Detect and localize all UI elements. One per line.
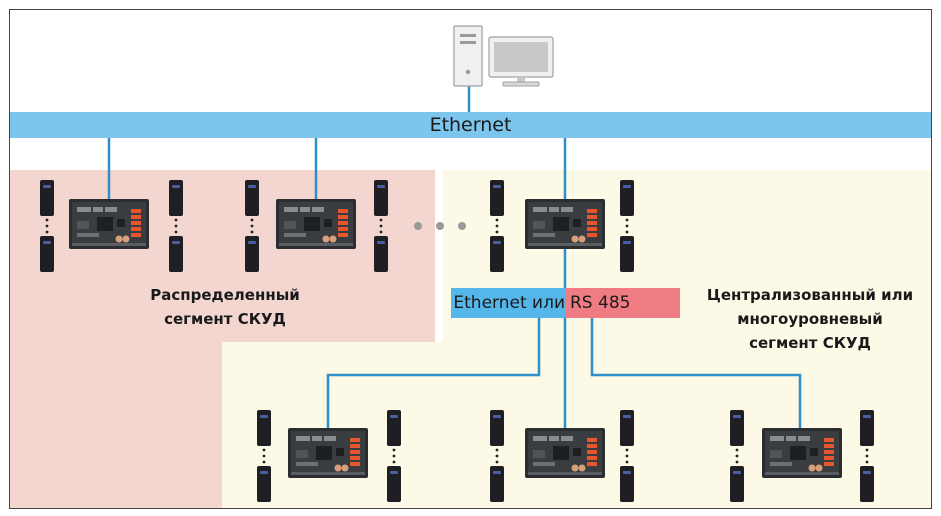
controller-board-icon [525,428,605,478]
card-reader-icon [374,180,388,216]
card-reader-icon [374,236,388,272]
ellipsis-dots-icon [735,448,739,464]
link-type-label-ethernet: Ethernet или [453,293,565,313]
ellipsis-dots-icon [250,218,254,234]
card-reader-icon [490,466,504,502]
link-type-label-rs485: RS 485 [570,293,631,313]
card-reader-icon [860,466,874,502]
card-reader-icon [40,236,54,272]
ethernet-bus-label: Ethernet [429,114,512,136]
card-reader-icon [245,236,259,272]
card-reader-icon [490,410,504,446]
centralized-segment-line2: многоуровневый [737,310,883,328]
distributed-segment-line2: сегмент СКУД [164,310,286,328]
controller-board-icon [288,428,368,478]
ellipsis-dots-icon [262,448,266,464]
rs485-link-label-bg [565,288,680,318]
controller-board-icon [525,199,605,249]
card-reader-icon [245,180,259,216]
card-reader-icon [387,466,401,502]
connector-lines [107,86,802,430]
controller-board-icon [762,428,842,478]
ethernet-bus [10,112,931,138]
distributed-segment-label: Распределенный сегмент СКУД [110,283,340,331]
card-reader-icon [169,236,183,272]
card-reader-icon [490,236,504,272]
card-reader-icon [620,180,634,216]
card-reader-icon [387,410,401,446]
ellipsis-dots-icon [414,222,466,230]
controller-board-icon [69,199,149,249]
computer-icon [453,25,554,87]
ellipsis-dots-icon [379,218,383,234]
ellipsis-dots-icon [174,218,178,234]
ethernet-link-label-bg [451,288,565,318]
card-reader-icon [40,180,54,216]
card-reader-icon [730,410,744,446]
card-reader-icon [730,466,744,502]
controller-board-icon [276,199,356,249]
ellipsis-dots-icon [495,448,499,464]
card-reader-icon [490,180,504,216]
card-reader-icon [257,410,271,446]
card-reader-icon [169,180,183,216]
card-reader-icon [620,410,634,446]
ellipsis-dots-icon [495,218,499,234]
centralized-segment-label: Централизованный или многоуровневый сегм… [690,283,930,355]
centralized-segment-line1: Централизованный или [706,286,914,304]
ellipsis-dots-icon [625,448,629,464]
card-reader-icon [620,236,634,272]
card-reader-icon [620,466,634,502]
centralized-segment-line3: сегмент СКУД [749,334,871,352]
distributed-segment-line1: Распределенный [150,286,300,304]
ellipsis-dots-icon [392,448,396,464]
ellipsis-dots-icon [865,448,869,464]
ellipsis-dots-icon [625,218,629,234]
card-reader-icon [257,466,271,502]
ellipsis-dots-icon [45,218,49,234]
card-reader-icon [860,410,874,446]
